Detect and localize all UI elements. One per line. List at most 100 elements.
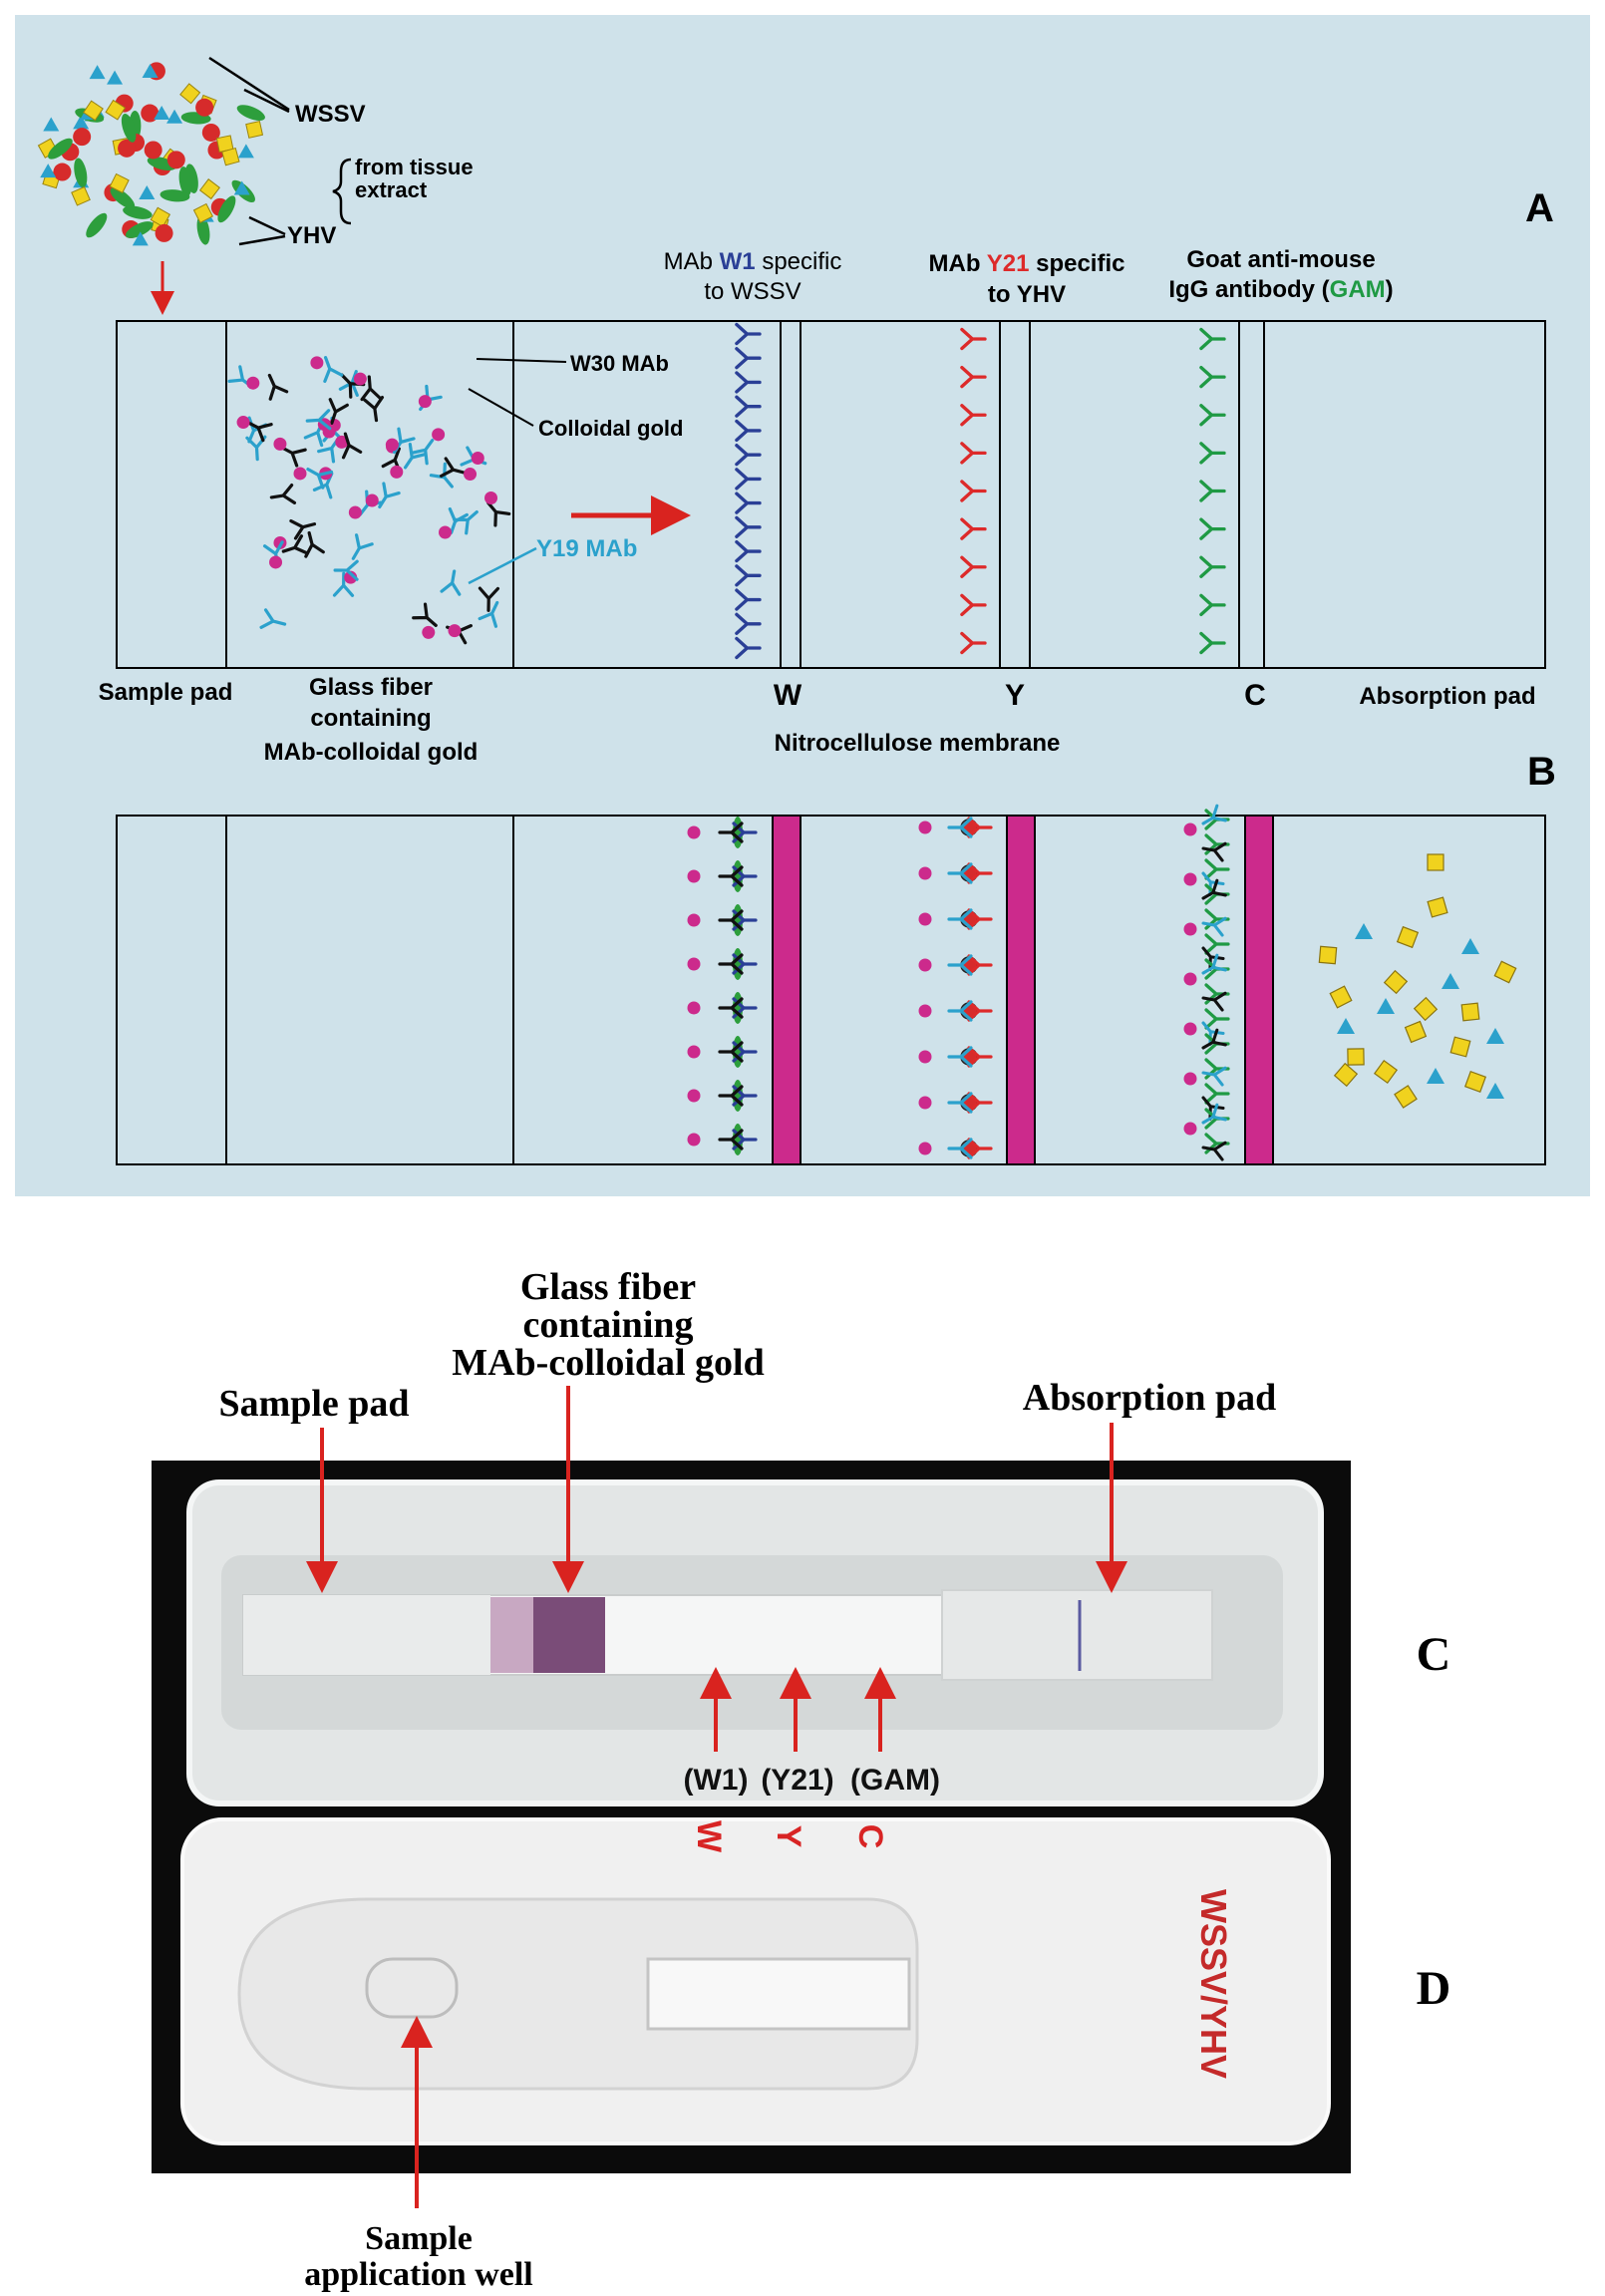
gam-header-line2: IgG antibody (GAM) [1168,276,1393,303]
debris-triangle [107,70,124,85]
cluster-leader-lines [208,56,352,246]
antibody-glyph [363,395,385,423]
debris-square [1383,969,1409,995]
gold-particle [273,437,287,451]
gold-particle [687,1045,701,1059]
panel-a-letter: A [1525,186,1554,230]
antibody-glyph [323,356,344,384]
gold-particle [385,438,399,452]
result-window [646,1957,911,2031]
yhv-particle [144,141,162,160]
captured-wssv [733,992,743,1024]
photo-line-tags: (W1) (Y21) (GAM) [684,1764,940,1797]
gold-particle [390,465,404,479]
y-line-complexes [918,817,993,1159]
debris-triangle [1442,973,1459,989]
antibody-glyph [306,468,334,490]
antibody-glyph [735,419,762,443]
antibody-glyph [259,608,287,629]
antibody-glyph [735,515,762,538]
sample-particle-cluster [37,62,265,246]
debris-square [109,172,130,193]
y21-tag: (Y21) [761,1764,833,1797]
gold-particle [464,468,478,482]
yhv-particle [118,139,137,158]
w1-header-line2: to WSSV [704,278,801,305]
gold-particle [687,1133,701,1147]
antibody-glyph [947,908,973,930]
debris-square [179,83,201,105]
antibody-glyph [718,1041,744,1063]
antibody-glyph [960,480,987,502]
debris-square [1394,1085,1418,1109]
gold-particle [918,912,932,926]
debris-square [1427,853,1444,871]
debris-triangle [1486,1028,1504,1044]
gam-tag: (GAM) [850,1764,940,1797]
debris-triangle [1337,1018,1355,1034]
debris-square [71,185,91,206]
strip-b-captured-lines [772,815,1274,1165]
gold-particle [439,525,453,539]
debris-triangle [142,63,159,78]
antibody-glyph [378,482,401,509]
cassette-letters: W Y C [690,1820,889,1853]
gold-particle [422,625,436,639]
antibody-glyph [410,439,435,466]
debris-triangle [233,180,250,195]
debris-square [1493,960,1517,984]
antibody-glyph [947,1046,973,1068]
wssv-particle [74,158,88,188]
antibody-glyph [718,1129,744,1150]
antibody-glyph [478,600,499,628]
conjugate-callouts [468,358,567,427]
antibody-glyph [718,865,744,887]
gold-particle [687,1001,701,1015]
glass-fiber-line3: MAb-colloidal gold [264,739,479,766]
sample-pad-label: Sample pad [99,679,233,706]
antibody-glyph [735,588,762,611]
gold-particle [1183,922,1197,936]
antibody-glyph [1201,916,1227,937]
strip-a-test-lines [780,321,1265,668]
antibody-glyph [735,612,762,635]
cassette-letter-y: Y [770,1825,807,1848]
antibody-glyph [947,817,973,838]
antibody-glyph [960,404,987,427]
yhv-particle [53,163,72,181]
gold-particle [1183,822,1197,836]
yhv-label: YHV [287,222,336,249]
captured-wssv [733,1124,743,1155]
debris-square [83,100,104,122]
gold-particle [348,505,362,519]
c-line-gold-band [1244,815,1274,1165]
antibody-glyph [960,631,987,655]
antibody-glyph [735,539,762,563]
debris-triangle [73,115,90,130]
antibody-glyph [1199,404,1226,427]
gold-particle [269,555,283,569]
antibody-glyph [1204,1083,1230,1105]
debris-square [1347,1048,1365,1066]
wssv-particle [178,166,192,196]
antibody-glyph [735,468,762,491]
gold-particle [918,1142,932,1155]
antibody-glyph [718,997,744,1019]
well-label-line2: application well [304,2256,533,2293]
debris-triangle [1355,923,1373,939]
y21-header-line2: to YHV [988,281,1066,308]
debris-triangle [132,231,149,246]
captured-wssv [733,948,743,980]
c-line-complexes [1183,804,1230,1161]
debris-square [105,99,127,121]
gold-particle [432,428,446,442]
antibody-glyph [281,534,309,555]
gold-particle [418,395,432,409]
gold-particle [236,416,250,430]
antibody-glyph [1199,480,1226,502]
antibody-glyph [1204,858,1230,880]
antibody-glyph [735,636,762,660]
gold-particle [353,372,367,386]
antibody-glyph [735,564,762,587]
yhv-particle [166,151,185,169]
